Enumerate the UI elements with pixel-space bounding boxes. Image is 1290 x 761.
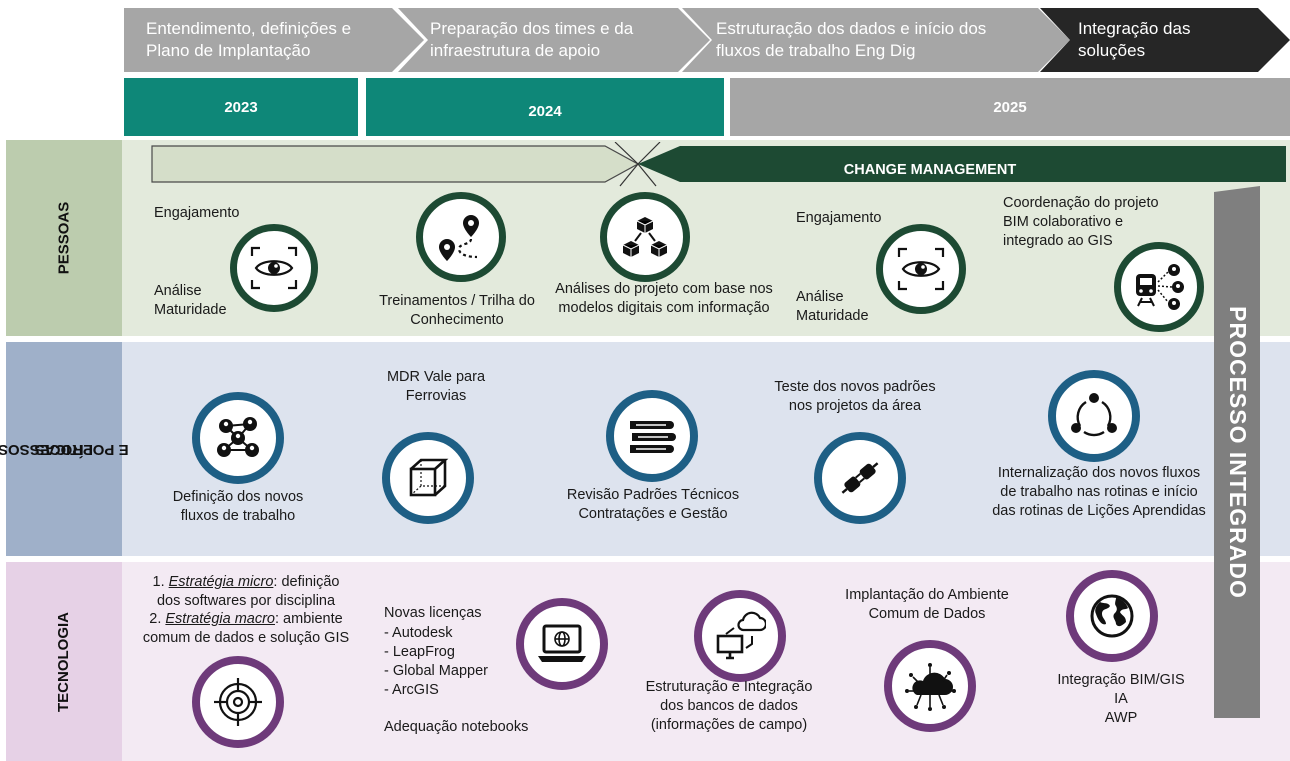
- year-2025: 2025: [730, 78, 1290, 136]
- books-circle: [606, 390, 698, 482]
- eye-scan-circle-2: [876, 224, 966, 314]
- network-cubes-circle: [600, 192, 690, 282]
- engajamento-2: Engajamento: [796, 210, 882, 226]
- novas-licencas-title: Novas licenças: [384, 605, 482, 621]
- engajamento-1: Engajamento: [154, 205, 240, 221]
- licenca-item: - ArcGIS: [384, 682, 439, 698]
- laptop-web-icon: [538, 624, 586, 662]
- estrategia-macro: 2. Estratégia macro: ambiente: [149, 611, 343, 627]
- year-2023: 2023: [124, 78, 358, 136]
- phase-1-arrow: [124, 8, 424, 72]
- plug-circle: [814, 432, 906, 524]
- cloud-computer-icon: [716, 611, 766, 660]
- eye-scan-icon: [897, 247, 945, 291]
- change-management-arrows: [151, 142, 1286, 187]
- laptop-circle: [516, 598, 608, 690]
- people-network-icon: [217, 417, 259, 457]
- network-cubes-icon: [622, 217, 668, 257]
- route-map-icon: [439, 215, 479, 261]
- route-map-circle: [416, 192, 506, 282]
- eye-scan-icon: [250, 246, 298, 290]
- estrategia-macro-desc: comum de dados e solução GIS: [142, 629, 350, 646]
- cloud-circuit-icon: [905, 663, 956, 711]
- licenca-item: - Global Mapper: [384, 663, 488, 679]
- change-management-label: CHANGE MANAGEMENT: [843, 162, 1017, 178]
- target-circle: [192, 656, 284, 748]
- people-band-label: PESSOAS: [6, 140, 122, 336]
- processo-integrado-bar: [1214, 186, 1260, 718]
- cycle-icon: [1071, 393, 1117, 437]
- eye-scan-circle-1: [230, 224, 318, 312]
- plug-icon: [841, 462, 879, 494]
- books-icon: [630, 421, 676, 453]
- adequacao-notebooks: Adequação notebooks: [384, 719, 529, 735]
- tech-band-label: TECNOLOGIA: [6, 562, 122, 761]
- phase-3-arrow: [682, 8, 1070, 72]
- people-network-circle: [192, 392, 284, 484]
- train-network-icon: [1136, 264, 1184, 310]
- year-2024: 2024: [366, 78, 724, 136]
- target-icon: [214, 678, 262, 726]
- licenca-item: - Autodesk: [384, 625, 453, 641]
- licenca-item: - LeapFrog: [384, 644, 455, 660]
- cycle-circle: [1048, 370, 1140, 462]
- train-network-circle: [1114, 242, 1204, 332]
- cube-circle: [382, 432, 474, 524]
- globe-icon: [1090, 594, 1134, 638]
- cloud-computer-circle: [694, 590, 786, 682]
- cube-icon: [409, 458, 449, 497]
- estrategia-micro: 1. Estratégia micro: definição: [152, 574, 340, 590]
- globe-circle: [1066, 570, 1158, 662]
- cloud-circuit-circle: [884, 640, 976, 732]
- licencas-list: - Autodesk - LeapFrog - Global Mapper - …: [384, 624, 488, 700]
- phase-2-arrow: [398, 8, 710, 72]
- estrategia-text: 1. Estratégia micro: definição dos softw…: [126, 573, 366, 647]
- phase-4-arrow: [1040, 8, 1290, 72]
- estrategia-micro-desc: dos softwares por disciplina: [156, 592, 336, 609]
- processo-integrado-label: PROCESSO INTEGRADO: [1224, 305, 1251, 599]
